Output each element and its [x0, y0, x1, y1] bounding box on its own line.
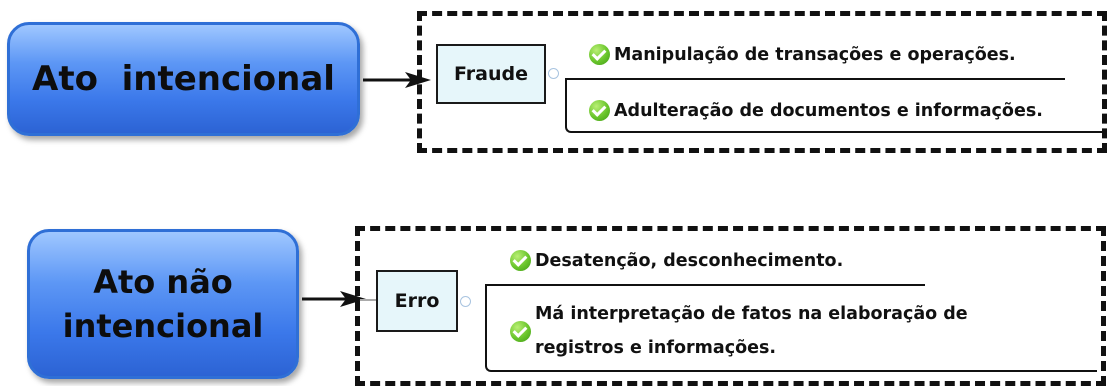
list-item: Má interpretação de fatos na elaboração … — [510, 297, 1100, 365]
list-item: Manipulação de transações e operações. — [589, 42, 1059, 68]
collapse-knob[interactable] — [460, 296, 471, 307]
main-node-label: Ato intencional — [32, 59, 335, 99]
check-icon — [510, 320, 531, 342]
branch-bracket — [565, 79, 1105, 133]
collapse-knob[interactable] — [548, 68, 559, 79]
branch-line — [565, 78, 1065, 80]
category-node-erro: Erro — [376, 270, 458, 332]
list-item: Desatenção, desconhecimento. — [510, 248, 930, 274]
item-text: Desatenção, desconhecimento. — [535, 251, 844, 271]
branch-bracket — [485, 285, 1097, 372]
check-icon — [589, 44, 610, 65]
item-text: Má interpretação de fatos na elaboração … — [535, 304, 968, 358]
main-node-ato-intencional: Ato intencional — [7, 22, 360, 136]
branch-line — [485, 284, 925, 286]
category-label: Erro — [394, 290, 440, 312]
main-node-ato-nao-intencional: Ato não intencional — [27, 229, 299, 379]
arrow-icon — [302, 291, 366, 307]
list-item: Adulteração de documentos e informações. — [589, 98, 1104, 124]
category-label: Fraude — [454, 63, 528, 85]
branch-connector — [360, 299, 376, 301]
category-node-fraude: Fraude — [436, 44, 546, 104]
item-text: Adulteração de documentos e informações. — [614, 101, 1043, 121]
main-node-label: Ato não intencional — [62, 263, 264, 345]
check-icon — [589, 100, 610, 121]
item-text: Manipulação de transações e operações. — [614, 45, 1016, 65]
check-icon — [510, 250, 531, 271]
